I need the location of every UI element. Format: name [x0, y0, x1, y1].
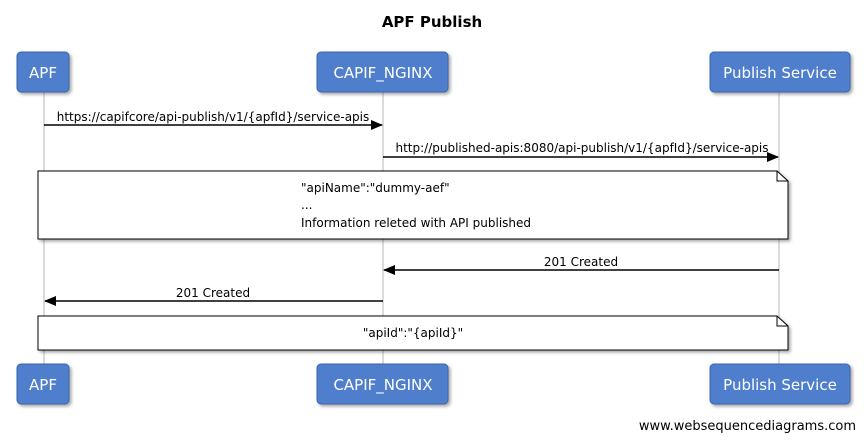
actor-label-capif-nginx: CAPIF_NGINX [333, 376, 432, 395]
actor-label-apf: APF [29, 376, 57, 394]
actor-publish-service-top: Publish Service [709, 51, 851, 93]
actor-label-apf: APF [29, 64, 57, 82]
actor-label-publish-service: Publish Service [723, 64, 837, 82]
message-label: http://published-apis:8080/api-publish/v… [396, 141, 769, 155]
actor-label-capif-nginx: CAPIF_NGINX [333, 64, 432, 83]
note-line: ... [301, 198, 312, 212]
note-line: Information releted with API published [301, 216, 531, 230]
actor-apf-bottom: APF [16, 363, 70, 405]
actor-apf-top: APF [16, 51, 70, 93]
message-label: https://capifcore/api-publish/v1/{apfId}… [57, 110, 370, 124]
actor-publish-service-bottom: Publish Service [709, 363, 851, 405]
note-api-id: "apiId":"{apiId}" [37, 315, 789, 351]
message-label: 201 Created [544, 255, 618, 269]
diagram-title: APF Publish [382, 13, 482, 31]
note-line: "apiName":"dummy-aef" [301, 181, 450, 195]
watermark: www.websequencediagrams.com [639, 419, 856, 434]
message-label: 201 Created [176, 286, 250, 300]
note-line: "apiId":"{apiId}" [363, 326, 463, 340]
message-apf-to-capif: https://capifcore/api-publish/v1/{apfId}… [44, 110, 383, 130]
actor-capif-nginx-bottom: CAPIF_NGINX [316, 363, 449, 405]
message-capif-to-apf: 201 Created [44, 286, 383, 306]
actor-capif-nginx-top: CAPIF_NGINX [316, 51, 449, 93]
message-capif-to-publish-service: http://published-apis:8080/api-publish/v… [383, 141, 779, 162]
note-publish-info: "apiName":"dummy-aef" ... Information re… [37, 170, 789, 240]
actor-label-publish-service: Publish Service [723, 376, 837, 394]
message-publish-service-to-capif: 201 Created [383, 255, 779, 275]
